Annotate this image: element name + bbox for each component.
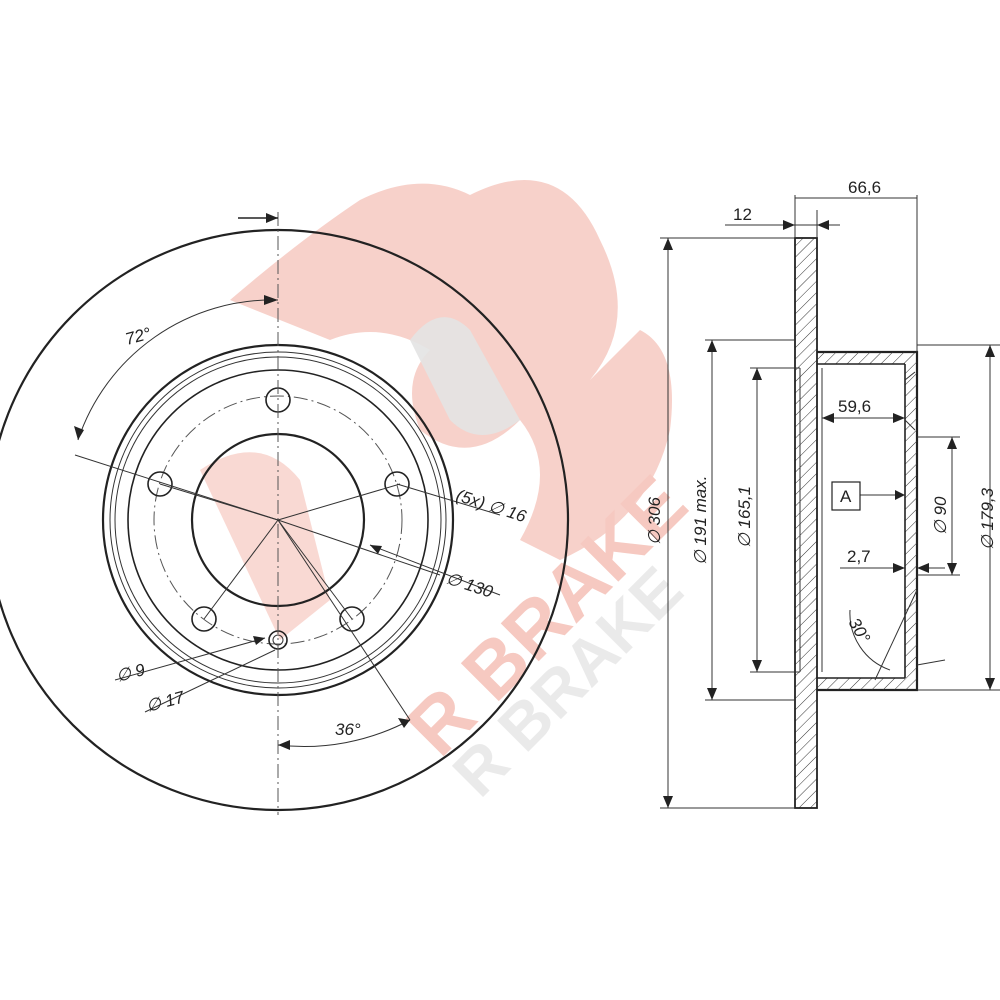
d27-label: 2,7 — [847, 547, 871, 566]
front-view — [0, 212, 570, 815]
bolt-hole-4 — [191, 606, 217, 632]
side-view — [660, 195, 1000, 809]
angle-30-label: 30° — [845, 615, 874, 647]
angle-36-label: 36° — [335, 720, 361, 739]
hole-9-label: ∅ 9 — [114, 660, 147, 686]
thickness-dim-label: 12 — [733, 205, 752, 224]
angle-72-label: 72° — [123, 324, 153, 349]
datum-a-label: A — [840, 487, 852, 506]
bolt-hole-dim-label: (5x) ∅ 16 — [454, 486, 529, 527]
min-dia-label: ∅ 191 max. — [691, 476, 710, 565]
offset-dim-label: 66,6 — [848, 178, 881, 197]
bolt-hole-2 — [384, 471, 410, 497]
depth-dim-label: 59,6 — [838, 397, 871, 416]
hole-17-label: ∅ 17 — [144, 687, 187, 715]
d165-label: ∅ 165,1 — [735, 486, 754, 548]
outer-dia-label: ∅ 306 — [645, 497, 664, 545]
friction-ring-section — [794, 237, 818, 809]
d90-label: ∅ 90 — [931, 496, 950, 535]
bolt-hole-5 — [147, 471, 173, 497]
pcd-dim-label: ∅ 130 — [444, 569, 496, 602]
datum-a-box: A — [831, 481, 861, 511]
bolt-hole-3 — [339, 606, 365, 632]
d179-label: ∅ 179,3 — [978, 487, 997, 550]
